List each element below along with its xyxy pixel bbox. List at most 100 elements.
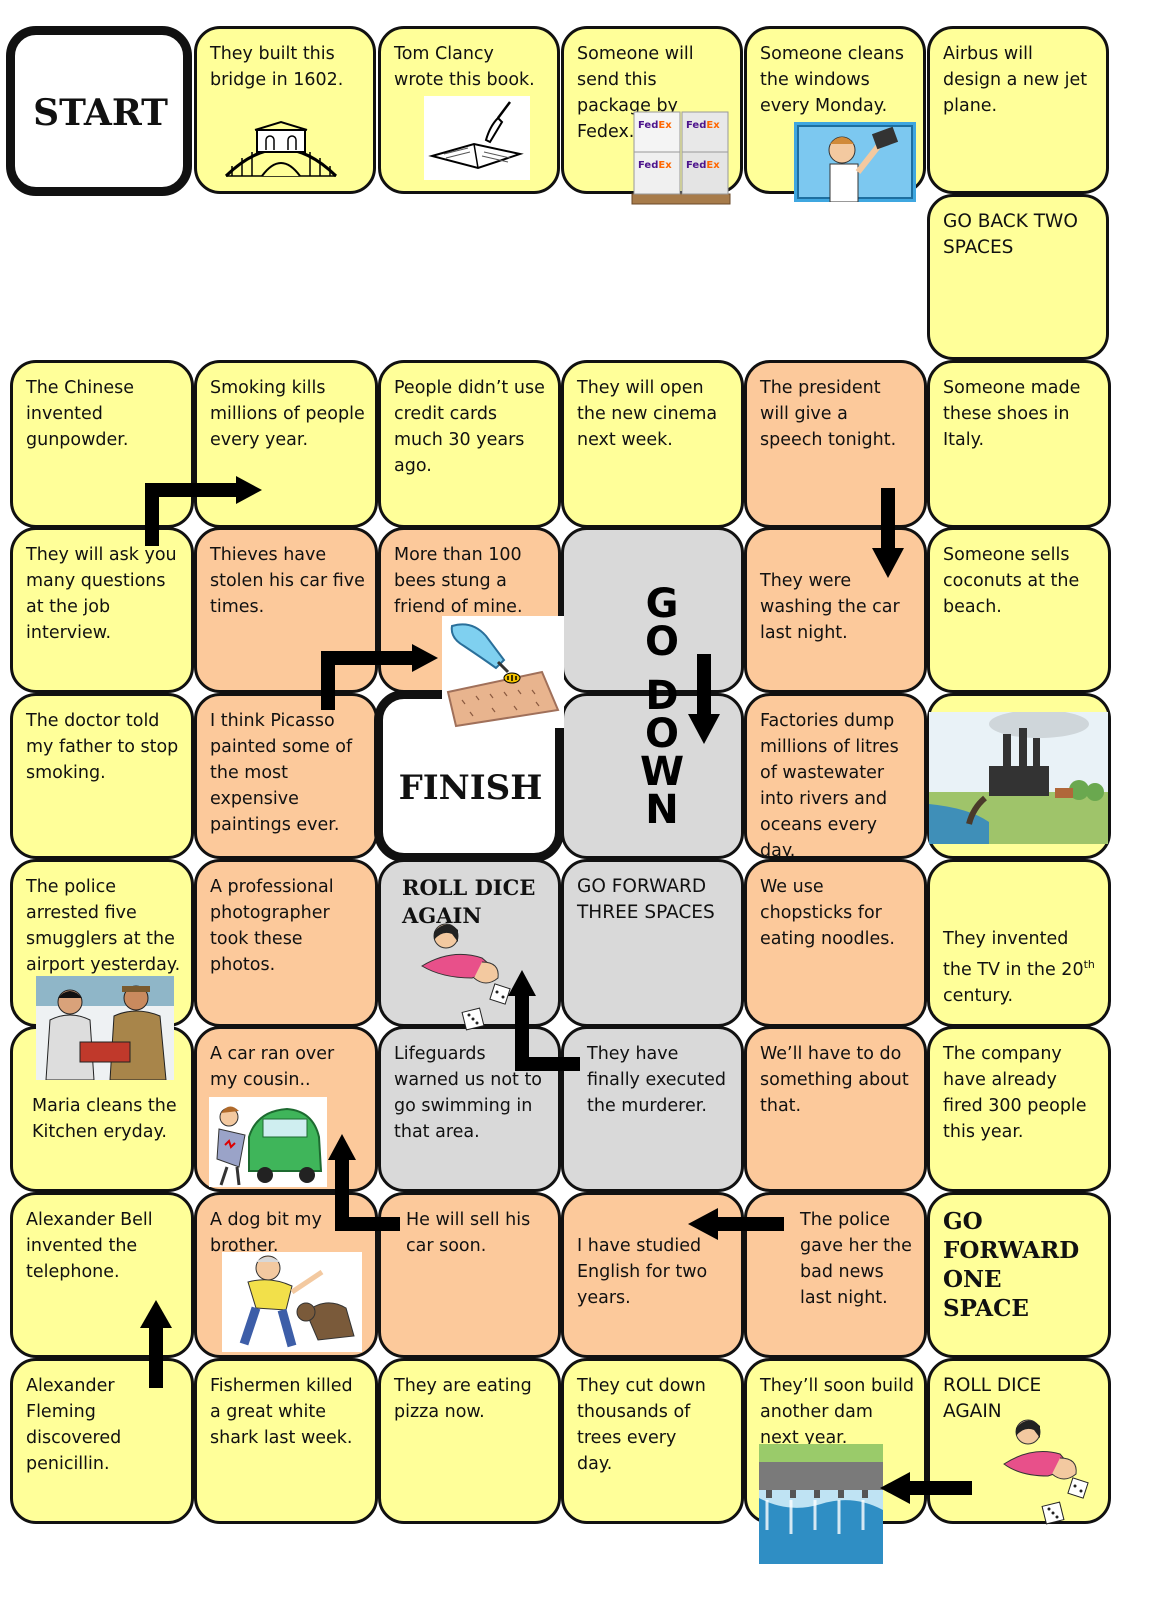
square-do-something: We’ll have to do something about that.: [744, 1026, 927, 1192]
square-text: People didn’t use credit cards much 30 y…: [394, 378, 545, 476]
square-text: We’ll have to do something about that.: [760, 1044, 909, 1116]
down-arrow-icon: [872, 488, 904, 578]
square-credit-cards: People didn’t use credit cards much 30 y…: [378, 360, 561, 528]
square-go-forward-one: GO FORWARD ONE SPACE: [927, 1192, 1111, 1358]
square-text: They were washing the car last night.: [760, 571, 900, 643]
down-arrow-icon: [688, 654, 720, 744]
elbow-arrow-icon: [321, 644, 438, 710]
square-president: The president will give a speech tonight…: [744, 360, 927, 528]
square-text: Someone cleans the windows every Monday.: [760, 44, 904, 116]
square-shark: Fishermen killed a great white shark las…: [194, 1358, 378, 1524]
square-instruction: GO FORWARD THREE SPACES: [577, 876, 715, 923]
square-wastewater: Factories dump millions of litres of was…: [744, 693, 927, 859]
square-text: A professional photographer took these p…: [210, 877, 334, 975]
square-text: The company have already fired 300 peopl…: [943, 1044, 1087, 1142]
square-text: They have finally executed the murderer.: [587, 1044, 726, 1116]
go-down-letter: W: [640, 749, 685, 795]
left-arrow-icon: [880, 1472, 972, 1504]
square-cinema: They will open the new cinema next week.: [561, 360, 744, 528]
square-text: Factories dump millions of litres of was…: [760, 711, 899, 859]
window-cleaner-picture: [794, 122, 916, 202]
dice-girl-picture: [1003, 1419, 1089, 1525]
square-text: They built this bridge in 1602.: [210, 44, 344, 90]
square-text: They will open the new cinema next week.: [577, 378, 718, 450]
go-down-letter: N: [645, 787, 679, 833]
square-text: A dog bit my brother.: [210, 1210, 322, 1256]
square-shoes: Someone made these shoes in Italy.: [927, 360, 1111, 528]
bridge-picture: [224, 120, 338, 178]
fedex-logo: FedEx: [686, 160, 720, 171]
bee-sting-picture: [442, 616, 564, 728]
start-label: START: [33, 92, 168, 134]
dice-girl-picture: [421, 923, 511, 1031]
fedex-logo: FedEx: [638, 160, 672, 171]
square-fleming: Alexander Fleming discovered penicillin.: [10, 1358, 194, 1524]
square-text: Airbus will design a new jet plane.: [943, 44, 1088, 116]
fedex-logo: FedEx: [686, 120, 720, 131]
car-accident-picture: [209, 1097, 327, 1187]
square-tv: They invented the TV in the 20th century…: [927, 859, 1111, 1027]
go-down-letter: O: [644, 619, 679, 665]
square-go-back-two: GO BACK TWO SPACES: [927, 194, 1109, 360]
square-text: Someone sells coconuts at the beach.: [943, 545, 1080, 617]
square-text: They are eating pizza now.: [394, 1376, 532, 1422]
factory-pollution-picture: [929, 712, 1108, 844]
up-arrow-icon: [140, 1300, 172, 1388]
square-smoking: Smoking kills millions of people every y…: [194, 360, 378, 528]
square-lifeguards: Lifeguards warned us not to go swimming …: [378, 1026, 561, 1192]
square-sell-car: He will sell his car soon.: [378, 1192, 561, 1358]
square-text: Someone made these shoes in Italy.: [943, 378, 1081, 450]
tv-text-sup: th: [1083, 958, 1095, 971]
square-fired: The company have already fired 300 peopl…: [927, 1026, 1111, 1192]
square-text: More than 100 bees stung a friend of min…: [394, 545, 523, 617]
square-roll-dice-again-2: ROLL DICE AGAIN: [927, 1358, 1111, 1524]
square-text: Someone will send this package by Fedex.: [577, 44, 694, 142]
elbow-arrow-icon: [508, 970, 580, 1071]
square-airbus: Airbus will design a new jet plane.: [927, 26, 1109, 194]
start-square: START: [6, 26, 192, 196]
square-text: Alexander Bell invented the telephone.: [26, 1210, 153, 1282]
square-roll-dice-again: ROLL DICE AGAIN: [378, 859, 561, 1027]
square-text: I have studied English for two years.: [577, 1236, 708, 1308]
dam-picture: [759, 1444, 883, 1564]
square-text: The police gave her the bad news last ni…: [800, 1210, 912, 1308]
square-text: Maria cleans the Kitchen eryday.: [32, 1096, 177, 1142]
square-text: He will sell his car soon.: [406, 1210, 531, 1256]
square-instruction: ROLL DICE AGAIN: [943, 1375, 1042, 1422]
square-instruction: ROLL DICE AGAIN: [402, 875, 536, 928]
square-text: They’ll soon build another dam next year…: [760, 1376, 914, 1448]
go-down-letter: G: [645, 581, 679, 627]
square-doctor: The doctor told my father to stop smokin…: [10, 693, 194, 859]
elbow-arrow-icon: [145, 476, 262, 546]
square-job-interview: They will ask you many questions at the …: [10, 527, 194, 693]
square-instruction: GO FORWARD ONE SPACE: [943, 1208, 1080, 1322]
book-writing-picture: [424, 96, 530, 180]
square-text: The president will give a speech tonight…: [760, 378, 897, 450]
square-text: Smoking kills millions of people every y…: [210, 378, 365, 450]
left-arrow-icon: [688, 1208, 784, 1240]
square-text: The police arrested five smugglers at th…: [26, 877, 181, 975]
square-thieves: Thieves have stolen his car five times.: [194, 527, 378, 693]
square-photographer: A professional photographer took these p…: [194, 859, 378, 1027]
square-murderer: They have finally executed the murderer.: [561, 1026, 744, 1192]
square-text: Alexander Fleming discovered penicillin.: [26, 1376, 122, 1474]
square-coconuts: Someone sells coconuts at the beach.: [927, 527, 1111, 693]
elbow-arrow-icon: [328, 1134, 400, 1231]
tv-text-a: They invented the TV in the 20: [943, 929, 1084, 980]
square-text: Fishermen killed a great white shark las…: [210, 1376, 353, 1448]
square-text: They cut down thousands of trees every d…: [577, 1376, 706, 1474]
square-text: Thieves have stolen his car five times.: [210, 545, 365, 617]
square-text: The doctor told my father to stop smokin…: [26, 711, 179, 783]
dog-bite-picture: [222, 1252, 362, 1352]
square-text: They invented the TV in the 20th century…: [943, 874, 1098, 1009]
square-text: We use chopsticks for eating noodles.: [760, 877, 895, 949]
square-text: Tom Clancy wrote this book.: [394, 44, 535, 90]
police-arrest-picture: [36, 976, 174, 1080]
go-down-letter: O: [644, 711, 679, 757]
square-chopsticks: We use chopsticks for eating noodles.: [744, 859, 927, 1027]
square-go-down-bottom: [561, 693, 744, 859]
go-down-label: G O D O W N: [640, 581, 685, 833]
square-text: I think Picasso painted some of the most…: [210, 711, 353, 835]
square-text: They will ask you many questions at the …: [26, 545, 177, 643]
tv-text-b: century.: [943, 985, 1014, 1006]
